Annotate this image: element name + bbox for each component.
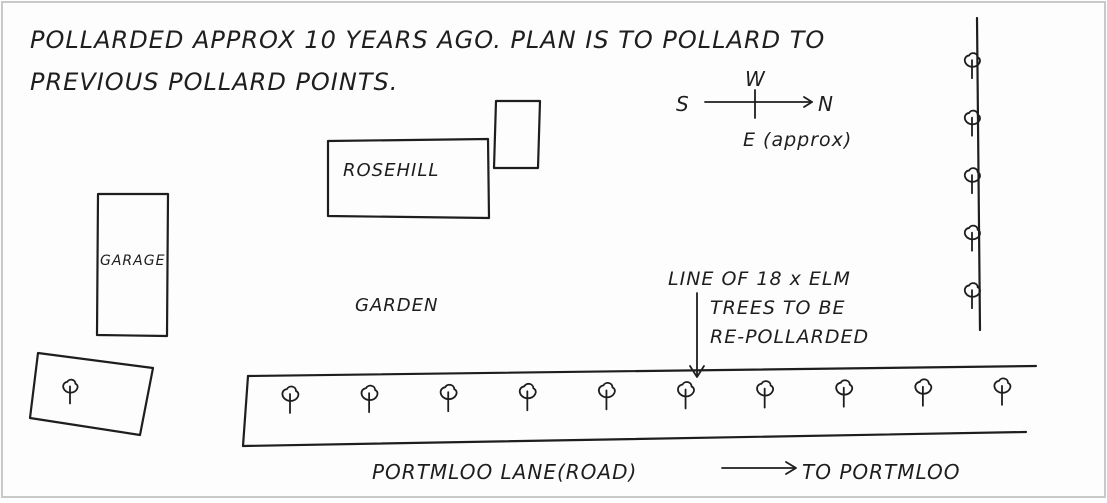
corner-plot-outline <box>28 351 155 437</box>
garden-label: GARDEN <box>355 295 438 316</box>
tree-icon <box>963 109 981 137</box>
garage-building: GARAGE <box>95 192 170 338</box>
verge-bottom-edge <box>241 430 1028 448</box>
elm-tree-row <box>281 377 1012 414</box>
tree-icon <box>439 383 458 413</box>
garage-label: GARAGE <box>100 253 165 269</box>
elm-tree-column <box>963 52 981 310</box>
compass-west-label: W <box>745 67 766 91</box>
corner-plot <box>28 351 155 437</box>
rosehill-building: ROSEHILL <box>326 137 491 220</box>
header-note-line2: PREVIOUS POLLARD POINTS. <box>30 68 398 96</box>
tree-icon <box>993 377 1012 406</box>
compass-arrow-icon <box>803 96 813 108</box>
outbuilding-outline <box>492 99 542 170</box>
rosehill-label: ROSEHILL <box>343 160 439 181</box>
road-label-group: PORTMLOO LANE(ROAD) TO PORTMLOO <box>372 460 961 484</box>
verge-top-edge <box>246 364 1038 378</box>
header-note-line1: POLLARDED APPROX 10 YEARS AGO. PLAN IS T… <box>30 26 825 54</box>
tree-icon <box>963 224 981 252</box>
road-direction-arrow-icon <box>785 461 797 475</box>
tree-icon <box>914 378 933 407</box>
annotation-line2: TREES TO BE <box>710 297 846 319</box>
tree-icon <box>963 282 981 310</box>
annotation-line1: LINE OF 18 x ELM <box>668 268 851 290</box>
tree-icon <box>963 52 981 80</box>
tree-icon <box>835 379 854 408</box>
tree-icon <box>518 382 537 412</box>
rosehill-outline <box>326 137 491 220</box>
tree-icon <box>281 385 300 414</box>
tree-icon <box>756 380 774 409</box>
garage-outline <box>95 192 170 338</box>
tree-icon <box>62 378 79 405</box>
compass: W S N E (approx) <box>676 67 852 151</box>
re-pollard-annotation: LINE OF 18 x ELM TREES TO BE RE-POLLARDE… <box>668 268 869 378</box>
corner-tree-group <box>62 378 79 405</box>
tree-icon <box>677 381 695 410</box>
annotation-line3: RE-POLLARDED <box>710 326 869 348</box>
tree-icon <box>360 384 379 414</box>
road-direction-label: TO PORTMLOO <box>802 460 961 484</box>
compass-east-label: E (approx) <box>743 129 852 151</box>
boundary-line <box>975 16 982 332</box>
tree-icon <box>963 167 981 195</box>
tree-icon <box>598 382 616 411</box>
verge-left-edge <box>241 374 250 448</box>
road-name-label: PORTMLOO LANE(ROAD) <box>372 460 637 484</box>
compass-north-label: N <box>818 92 834 116</box>
compass-south-label: S <box>676 92 690 116</box>
roadside-verge <box>241 364 1038 448</box>
